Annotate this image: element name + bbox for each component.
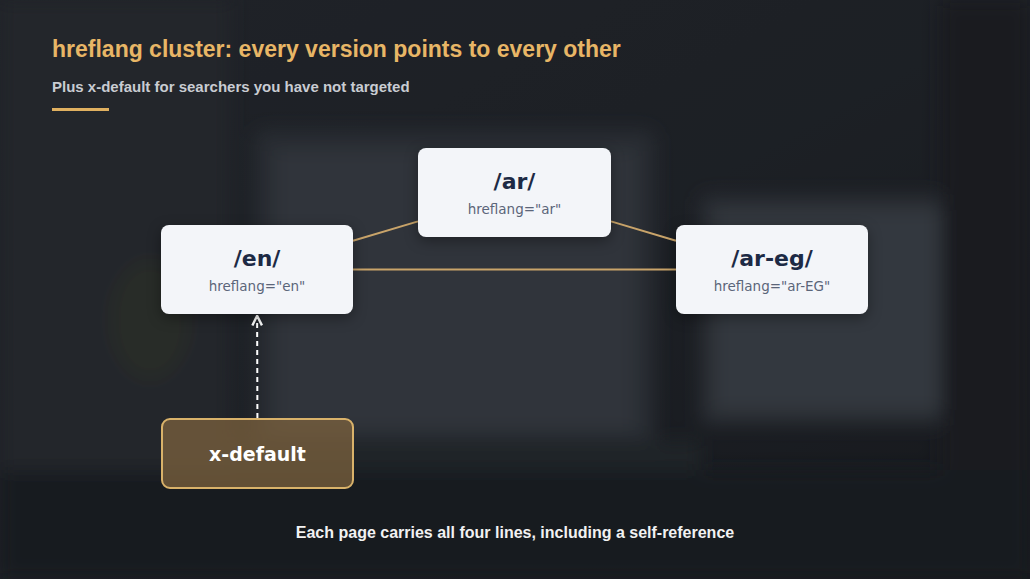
cluster-link [353,269,676,271]
hreflang-value: hreflang="ar" [468,201,562,217]
hreflang-value: hreflang="ar-EG" [714,278,831,294]
cluster-link [611,221,676,240]
locale-page-box: /ar/hreflang="ar" [418,148,611,237]
subtitle: Plus x-default for searchers you have no… [52,78,410,95]
cluster-link [353,221,418,240]
title-underline [52,108,109,111]
fallback-box: x-default [161,418,354,489]
hreflang-value: hreflang="en" [209,278,306,294]
diagram-title: hreflang cluster: every version points t… [52,36,621,63]
default-arrow [256,317,258,418]
locale-page-box: /ar-eg/hreflang="ar-EG" [676,225,868,314]
locale-box: /en/ [234,246,281,271]
fallback-label: x-default [209,443,306,465]
locale-box: /ar-eg/ [731,246,813,271]
locale-page-box: /en/hreflang="en" [161,225,353,314]
diagram-caption: Each page carries all four lines, includ… [0,524,1030,542]
locale-box: /ar/ [494,169,536,194]
